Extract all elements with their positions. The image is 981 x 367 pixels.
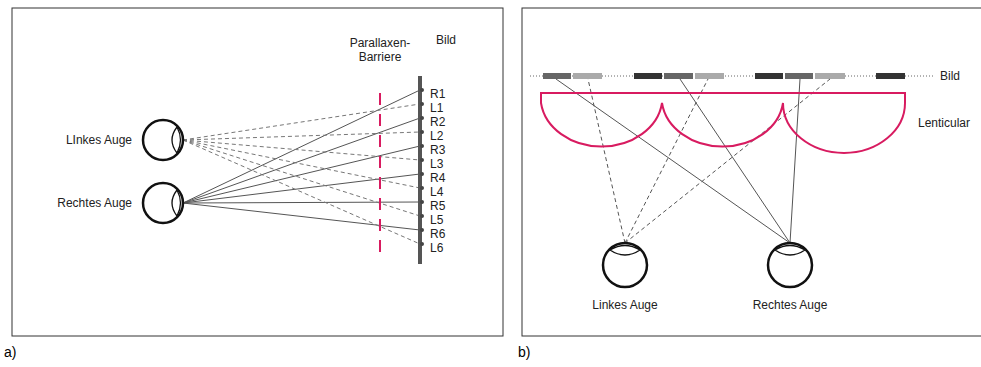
pixel-label: R5	[430, 199, 445, 213]
pixel-label: L1	[430, 101, 443, 115]
left-eye	[143, 120, 183, 160]
light-ray	[183, 132, 420, 140]
eye-label: LInkes Auge	[66, 133, 132, 147]
light-rays	[183, 90, 420, 244]
barrier-label: Parallaxen- Barriere	[344, 36, 416, 64]
pixel-dot	[420, 102, 424, 106]
pixel-dot	[420, 214, 424, 218]
pixel-dot	[420, 186, 424, 190]
pixel-label: R6	[430, 227, 445, 241]
pixel-dot	[420, 158, 424, 162]
light-ray	[183, 140, 420, 188]
pixel-label: L3	[430, 157, 443, 171]
lenticular-lens	[541, 93, 905, 153]
light-ray	[183, 202, 420, 203]
light-ray	[183, 118, 420, 203]
lens-label: Lenticular	[918, 116, 970, 130]
pixel-label: L2	[430, 129, 443, 143]
light-ray	[183, 140, 420, 216]
pixel-label: R1	[430, 87, 445, 101]
panel-frame	[522, 8, 981, 336]
light-ray	[183, 140, 420, 244]
pixel-dots	[420, 88, 424, 246]
pixel-label: L5	[430, 213, 443, 227]
pixel-dot	[420, 144, 424, 148]
light-ray	[183, 146, 420, 203]
panel-letter: b)	[518, 345, 530, 359]
left-eye	[603, 243, 647, 287]
light-ray	[183, 104, 420, 140]
pixel-label: R4	[430, 171, 445, 185]
light-ray	[183, 140, 420, 160]
pixel-dot	[420, 130, 424, 134]
pixel-dot	[420, 172, 424, 176]
pixel-label: R3	[430, 143, 445, 157]
right-eye	[768, 243, 812, 287]
pixel-dot	[420, 228, 424, 232]
pixel-strips	[543, 73, 905, 79]
pixel-dot	[420, 242, 424, 246]
pixel-label: R2	[430, 115, 445, 129]
light-rays	[556, 79, 830, 243]
eye-label: Rechtes Auge	[753, 298, 828, 312]
light-ray	[183, 174, 420, 203]
right-eye	[143, 183, 183, 223]
pixel-label: L4	[430, 185, 443, 199]
light-ray	[183, 203, 420, 230]
pixel-dot	[420, 88, 424, 92]
eye-label: Linkes Auge	[592, 298, 657, 312]
image-label: Bild	[436, 33, 456, 47]
panel-letter: a)	[4, 345, 16, 359]
pixel-dot	[420, 116, 424, 120]
eye-label: Rechtes Auge	[57, 196, 132, 210]
panel-frame	[12, 8, 503, 336]
pixel-label: L6	[430, 241, 443, 255]
pixel-dot	[420, 200, 424, 204]
light-ray	[183, 90, 420, 203]
image-label: Bild	[938, 69, 962, 83]
parallax-barrier	[379, 93, 381, 252]
